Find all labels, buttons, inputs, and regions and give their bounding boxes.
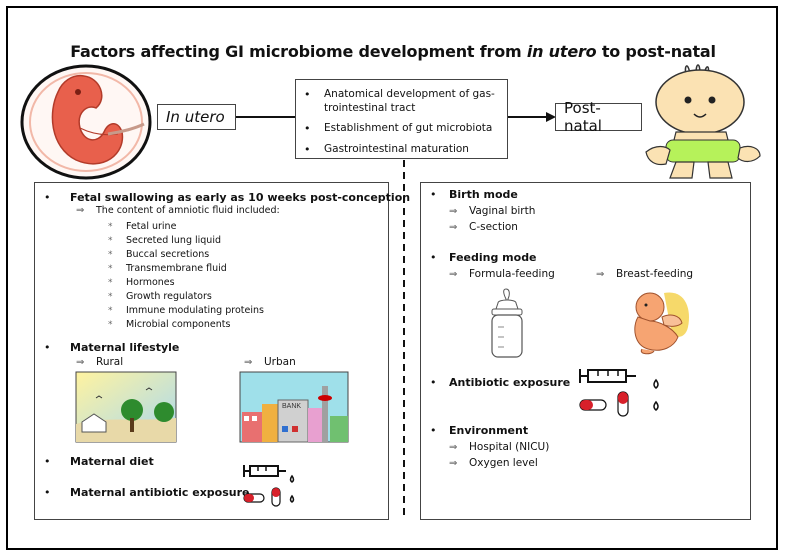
central-item: Gastrointestinal maturation — [296, 143, 507, 157]
amniotic-item: *Growth regulators — [108, 291, 212, 302]
bullet: • — [44, 191, 51, 204]
in-utero-label: In utero — [157, 104, 236, 130]
feeding-mode-heading: Feeding mode — [449, 251, 537, 264]
central-outcomes-list: Anatomical development of gas-trointesti… — [296, 88, 507, 156]
maternal-antibiotic-heading: Maternal antibiotic exposure — [70, 486, 250, 499]
central-item: Establishment of gut microbiota — [296, 122, 507, 136]
amniotic-item: *Hormones — [108, 277, 175, 288]
breast-feeding-label: ⇒Breast-feeding — [596, 268, 694, 280]
bullet: • — [430, 376, 437, 389]
bank-sign: BANK — [282, 403, 301, 410]
figure-title: Factors affecting GI microbiome developm… — [70, 42, 716, 61]
in-utero-factors-panel — [34, 182, 389, 520]
bullet: • — [44, 455, 51, 468]
birth-mode-heading: Birth mode — [449, 188, 518, 201]
amniotic-item: *Buccal secretions — [108, 249, 210, 260]
bullet: • — [44, 341, 51, 354]
bullet: • — [44, 486, 51, 499]
amniotic-item: *Microbial components — [108, 319, 231, 330]
syringe-pill-icon — [243, 465, 295, 507]
amniotic-item: *Transmembrane fluid — [108, 263, 227, 274]
breast-feeding-image — [634, 292, 689, 355]
postnatal-label: Post-natal — [555, 99, 642, 135]
rural-label: ⇒Rural — [76, 356, 124, 368]
maternal-lifestyle-heading: Maternal lifestyle — [70, 341, 180, 354]
birth-item: ⇒C-section — [449, 221, 518, 233]
bullet: • — [430, 424, 437, 437]
birth-item: ⇒Vaginal birth — [449, 205, 536, 217]
amniotic-item: *Secreted lung liquid — [108, 235, 221, 246]
amniotic-item: *Fetal urine — [108, 221, 177, 232]
syringe-pill-icon — [579, 369, 659, 417]
environment-item: ⇒Hospital (NICU) — [449, 441, 550, 453]
bullet: • — [430, 188, 437, 201]
environment-heading: Environment — [449, 424, 529, 437]
maternal-diet-heading: Maternal diet — [70, 455, 154, 468]
baby-illustration — [645, 64, 761, 179]
embryo-illustration — [20, 64, 152, 180]
central-item: Anatomical development of gas-trointesti… — [296, 88, 507, 115]
amniotic-intro: ⇒The content of amniotic fluid included: — [76, 205, 280, 216]
antibiotic-exposure-heading: Antibiotic exposure — [449, 376, 571, 389]
postnatal-factors-panel — [420, 182, 751, 520]
bullet: • — [430, 251, 437, 264]
central-outcomes-box: Anatomical development of gas-trointesti… — [295, 79, 508, 159]
urban-scene-image: BANK — [239, 371, 349, 443]
amniotic-item: *Immune modulating proteins — [108, 305, 264, 316]
urban-label: ⇒Urban — [244, 356, 296, 368]
rural-scene-image — [75, 371, 177, 443]
environment-item: ⇒Oxygen level — [449, 457, 538, 469]
baby-bottle-image — [491, 288, 523, 358]
fetal-swallowing-heading: Fetal swallowing as early as 10 weeks po… — [70, 191, 411, 204]
formula-feeding-label: ⇒Formula-feeding — [449, 268, 555, 280]
